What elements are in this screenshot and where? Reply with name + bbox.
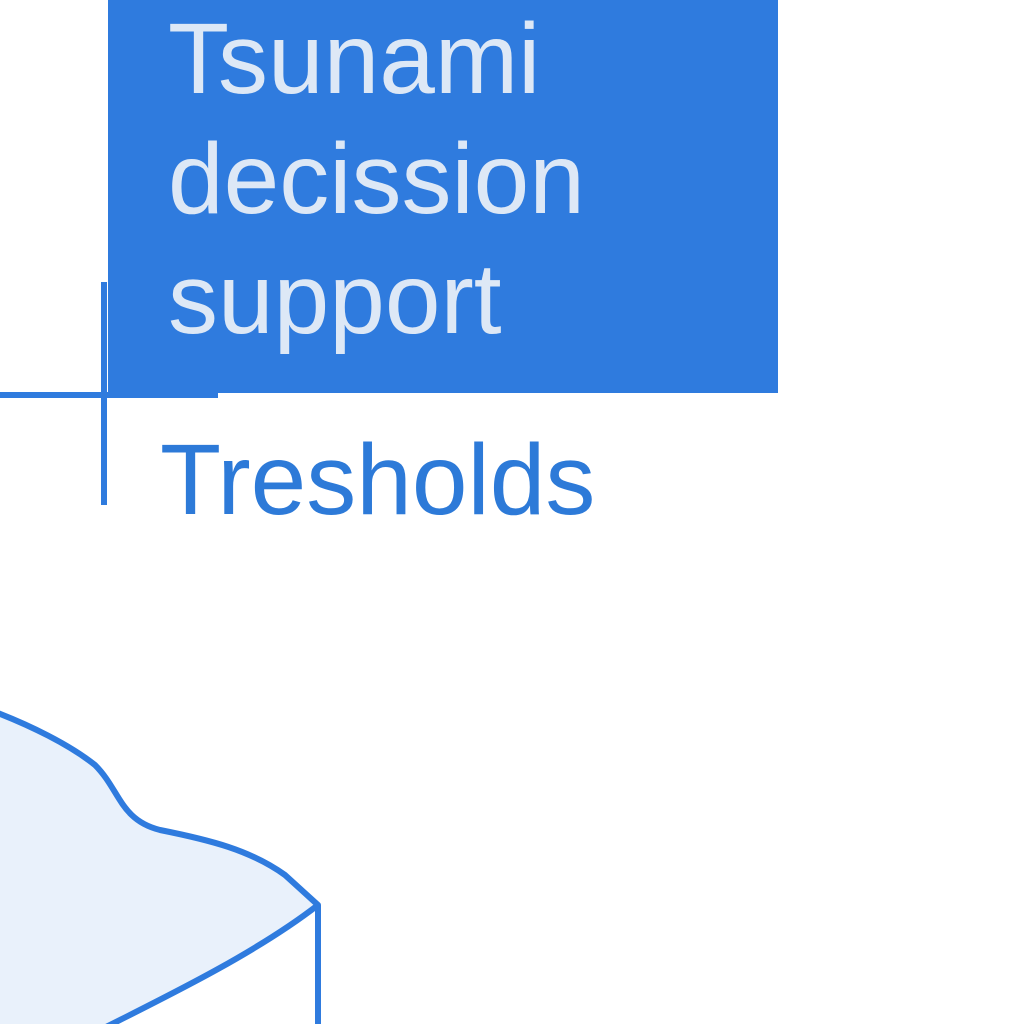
thresholds-label: Tresholds: [160, 424, 596, 536]
decision-support-box: [108, 0, 778, 393]
data-store-shape: [0, 710, 321, 1024]
decision-support-title: Tsunami decission support: [168, 3, 585, 355]
